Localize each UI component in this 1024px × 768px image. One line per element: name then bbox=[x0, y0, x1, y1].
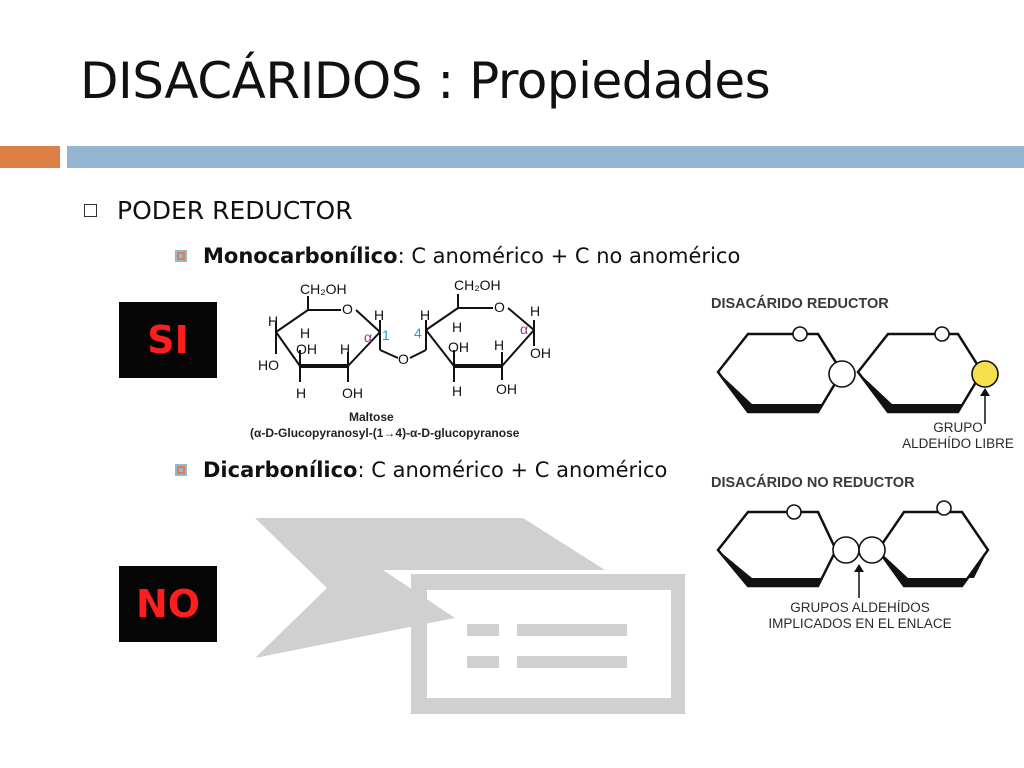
substituent-circle bbox=[936, 500, 952, 516]
bullet-text: : C anomérico + C no anomérico bbox=[397, 244, 741, 268]
bullet-term: Dicarbonílico bbox=[203, 458, 358, 482]
svg-text:H: H bbox=[374, 307, 384, 323]
section-label: PODER REDUCTOR bbox=[117, 196, 353, 225]
bullet-term: Monocarbonílico bbox=[203, 244, 398, 268]
nonreducing-diagram-title: DISACÁRIDO NO REDUCTOR bbox=[711, 475, 915, 491]
svg-text:HO: HO bbox=[258, 357, 279, 373]
title-divider-bar bbox=[67, 146, 1024, 168]
watermark-frame bbox=[411, 574, 685, 714]
svg-text:H: H bbox=[452, 383, 462, 399]
svg-text:O: O bbox=[398, 351, 409, 367]
free-aldehyde-circle bbox=[971, 360, 999, 388]
svg-text:H: H bbox=[300, 325, 310, 341]
svg-text:H: H bbox=[530, 303, 540, 319]
substituent-circle bbox=[786, 504, 802, 520]
maltose-structure: CH₂OH O H H HO OH H H OH H α 1 O CH₂OH O… bbox=[258, 277, 551, 401]
nonreducing-note: GRUPOS ALDEHÍDOS IMPLICADOS EN EL ENLACE bbox=[768, 600, 952, 631]
svg-text:CH₂OH: CH₂OH bbox=[300, 281, 347, 297]
svg-text:O: O bbox=[342, 301, 353, 317]
hexagon-ring bbox=[716, 332, 844, 414]
svg-text:OH: OH bbox=[342, 385, 363, 401]
nonreducing-diagram bbox=[716, 500, 990, 598]
svg-text:H: H bbox=[420, 307, 430, 323]
watermark-graphic bbox=[255, 518, 685, 714]
glycosidic-oxygen-circle bbox=[828, 360, 856, 388]
substituent-circle bbox=[792, 326, 808, 342]
arrowhead-icon bbox=[854, 564, 864, 572]
maltose-systematic-name: (α-D-Glucopyranosyl-(1→4)-α-D-glucopyran… bbox=[250, 426, 520, 440]
hexagon-ring bbox=[716, 510, 838, 588]
svg-text:1: 1 bbox=[382, 327, 390, 343]
svg-text:H: H bbox=[452, 319, 462, 335]
hollow-square-bullet-icon bbox=[84, 204, 97, 217]
slide-title: DISACÁRIDOS : Propiedades bbox=[80, 52, 771, 110]
bullet-text: : C anomérico + C anomérico bbox=[357, 458, 668, 482]
svg-text:4: 4 bbox=[414, 325, 422, 341]
substituent-circle bbox=[934, 326, 950, 342]
svg-text:O: O bbox=[494, 299, 505, 315]
bullet-poder-reductor: PODER REDUCTOR bbox=[84, 196, 353, 225]
svg-text:H: H bbox=[268, 313, 278, 329]
reducing-diagram bbox=[716, 326, 999, 424]
svg-text:H: H bbox=[494, 337, 504, 353]
aldehyde-circle bbox=[832, 536, 860, 564]
svg-text:H: H bbox=[340, 341, 350, 357]
svg-text:H: H bbox=[296, 385, 306, 401]
watermark-arrow bbox=[255, 518, 605, 658]
svg-text:α: α bbox=[520, 321, 528, 337]
title-accent-bar bbox=[0, 146, 60, 168]
svg-text:OH: OH bbox=[496, 381, 517, 397]
reducing-note: GRUPO ALDEHÍDO LIBRE bbox=[902, 420, 1014, 451]
arrowhead-icon bbox=[980, 388, 990, 396]
svg-text:OH: OH bbox=[296, 341, 317, 357]
hexagon-ring bbox=[856, 332, 984, 414]
square-bullet-icon bbox=[175, 250, 187, 262]
aldehyde-circle bbox=[858, 536, 886, 564]
svg-text:α: α bbox=[364, 329, 372, 345]
reducing-diagram-title: DISACÁRIDO REDUCTOR bbox=[711, 296, 889, 312]
svg-text:OH: OH bbox=[448, 339, 469, 355]
bullet-monocarbonilico: Monocarbonílico : C anomérico + C no ano… bbox=[175, 244, 740, 268]
maltose-name: Maltose bbox=[349, 410, 394, 424]
badge-no: NO bbox=[119, 566, 217, 642]
square-bullet-icon bbox=[175, 464, 187, 476]
badge-si: SI bbox=[119, 302, 217, 378]
svg-text:CH₂OH: CH₂OH bbox=[454, 277, 501, 293]
svg-text:OH: OH bbox=[530, 345, 551, 361]
bullet-dicarbonilico: Dicarbonílico : C anomérico + C anoméric… bbox=[175, 458, 667, 482]
